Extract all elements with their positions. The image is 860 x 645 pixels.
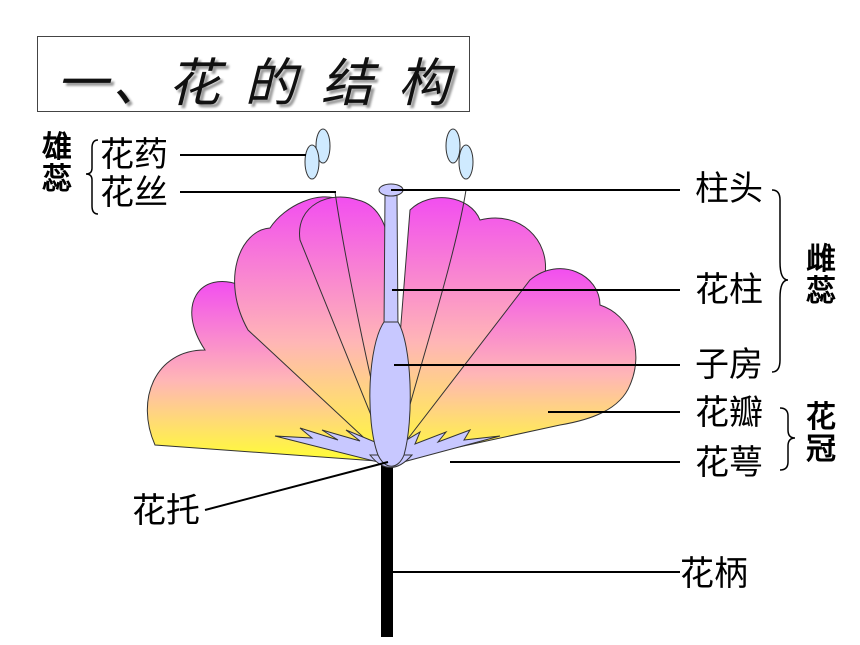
petal-left-outer (146, 280, 392, 463)
pistil-group-char-2: 蕊 (806, 273, 836, 309)
label-stigma: 柱头 (695, 169, 763, 209)
anther-left-b (304, 144, 320, 180)
label-filament: 花丝 (100, 173, 168, 213)
pistil-style (383, 194, 399, 331)
page-title: 一、花 的 结 构 (56, 54, 454, 114)
corolla-group-char-1: 花 (806, 400, 836, 435)
label-sepal: 花萼 (695, 443, 763, 483)
sepal-right (391, 429, 501, 466)
stamen-group-char-1: 雄 (42, 130, 72, 165)
title-box: 一、花 的 结 构 (37, 36, 470, 114)
stem (381, 465, 393, 637)
stamen-group-char-2: 蕊 (42, 161, 72, 197)
sepal-left (274, 427, 392, 466)
corolla-group-label: 花 冠 (806, 402, 840, 465)
label-ovary: 子房 (695, 345, 763, 385)
corolla-brace (779, 407, 796, 471)
label-style: 花柱 (695, 270, 763, 310)
corolla-group-char-2: 冠 (806, 431, 836, 467)
anther-right-b (458, 144, 474, 180)
anther-right-a (445, 128, 461, 164)
pistil-brace (771, 189, 789, 373)
pistil-group-label: 雌 蕊 (806, 244, 840, 307)
pistil-ovary (369, 321, 411, 467)
leader-receptacle (204, 461, 389, 511)
petal-right-inner (389, 197, 547, 464)
label-anther: 花药 (100, 135, 168, 175)
stamen-group-label: 雄 蕊 (42, 132, 76, 195)
label-petal: 花瓣 (695, 393, 763, 433)
stamen-brace (85, 139, 99, 215)
pistil-group-char-1: 雌 (806, 242, 836, 277)
label-receptacle: 花托 (132, 491, 200, 531)
label-pedicel: 花柄 (680, 554, 748, 594)
anther-left-a (315, 128, 331, 164)
